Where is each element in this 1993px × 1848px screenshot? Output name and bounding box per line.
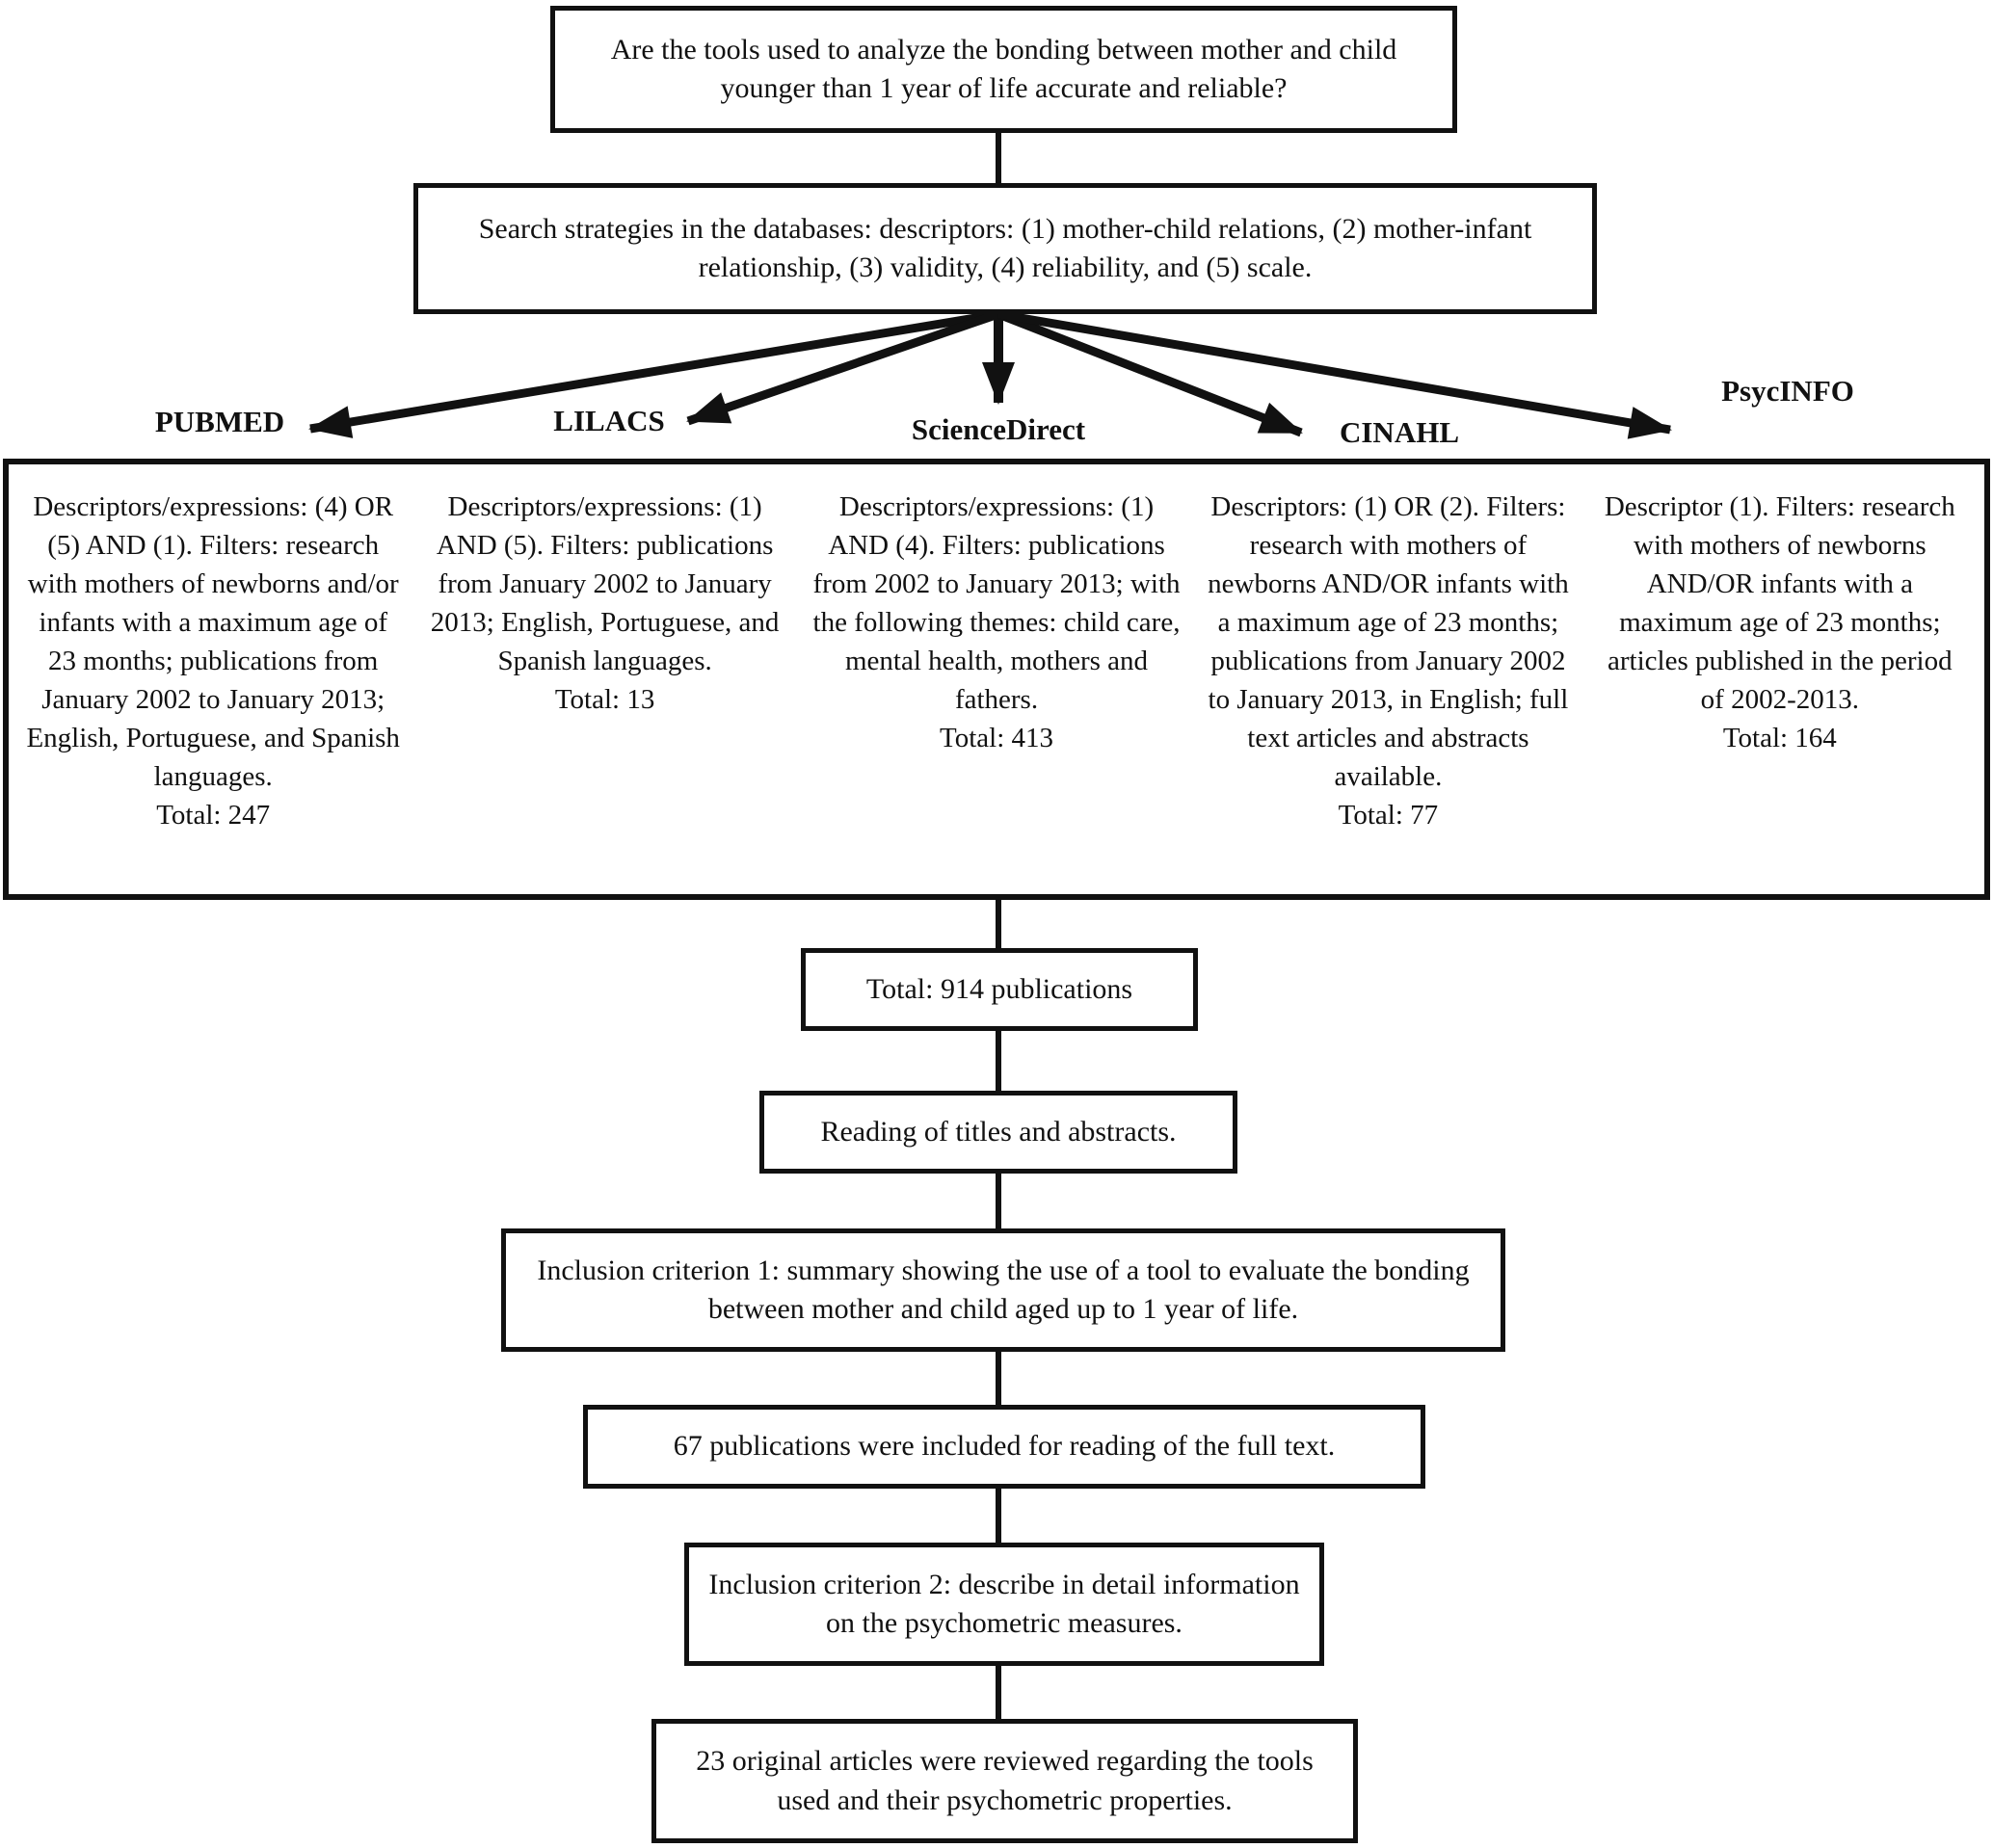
db-total: Total: 247 [156, 800, 271, 832]
db-total: Total: 164 [1722, 723, 1837, 754]
arrow-fan [308, 309, 1672, 439]
question-box: Are the tools used to analyze the bondin… [550, 6, 1457, 133]
total-914-text: Total: 914 publications [865, 972, 1133, 1005]
db-label-pubmed: PUBMED [154, 405, 285, 438]
db-details: Descriptors/expressions: (1) AND (5). Fi… [430, 491, 780, 677]
db-total: Total: 77 [1338, 800, 1439, 832]
arrow-to-cinahl [996, 309, 1303, 437]
db-label-lilacs: LILACS [553, 404, 665, 437]
db-label-cinahl: CINAHL [1339, 415, 1459, 449]
inclusion-criterion-1-text: Inclusion criterion 1: summary showing t… [537, 1254, 1470, 1326]
db-details: Descriptors: (1) OR (2). Filters: resear… [1208, 491, 1569, 793]
search-strategies-box: Search strategies in the databases: desc… [413, 183, 1597, 314]
reviewed-23-box: 23 original articles were reviewed regar… [651, 1719, 1358, 1843]
db-label-sciencedirect: ScienceDirect [911, 412, 1086, 446]
db-column-psycinfo: Descriptor (1). Filters: research with m… [1593, 488, 1967, 884]
db-column-sciencedirect: Descriptors/expressions: (1) AND (4). Fi… [810, 488, 1183, 884]
db-details: Descriptors/expressions: (1) AND (4). Fi… [812, 491, 1181, 716]
arrow-to-pubmed [308, 309, 999, 438]
total-914-box: Total: 914 publications [801, 948, 1198, 1031]
full-text-67-text: 67 publications were included for readin… [673, 1430, 1336, 1463]
db-details: Descriptor (1). Filters: research with m… [1604, 491, 1955, 716]
db-column-lilacs: Descriptors/expressions: (1) AND (5). Fi… [417, 488, 791, 884]
arrow-to-psycinfo [997, 309, 1672, 439]
arrow-to-lilacs [686, 309, 1000, 426]
search-strategies-text: Search strategies in the databases: desc… [478, 212, 1532, 284]
reading-titles-text: Reading of titles and abstracts. [820, 1115, 1177, 1148]
question-text: Are the tools used to analyze the bondin… [610, 33, 1397, 105]
database-results-box: Descriptors/expressions: (4) OR (5) AND … [3, 459, 1990, 900]
reviewed-23-text: 23 original articles were reviewed regar… [696, 1745, 1314, 1816]
db-details: Descriptors/expressions: (4) OR (5) AND … [26, 491, 400, 793]
full-text-67-box: 67 publications were included for readin… [583, 1405, 1425, 1489]
db-column-cinahl: Descriptors: (1) OR (2). Filters: resear… [1201, 488, 1575, 884]
db-label-psycinfo: PsycINFO [1721, 374, 1854, 408]
db-column-pubmed: Descriptors/expressions: (4) OR (5) AND … [26, 488, 400, 884]
db-total: Total: 13 [554, 684, 655, 716]
reading-titles-box: Reading of titles and abstracts. [759, 1091, 1237, 1174]
inclusion-criterion-2-box: Inclusion criterion 2: describe in detai… [684, 1543, 1324, 1666]
db-total: Total: 413 [940, 723, 1053, 754]
inclusion-criterion-1-box: Inclusion criterion 1: summary showing t… [501, 1228, 1505, 1352]
inclusion-criterion-2-text: Inclusion criterion 2: describe in detai… [708, 1568, 1300, 1640]
